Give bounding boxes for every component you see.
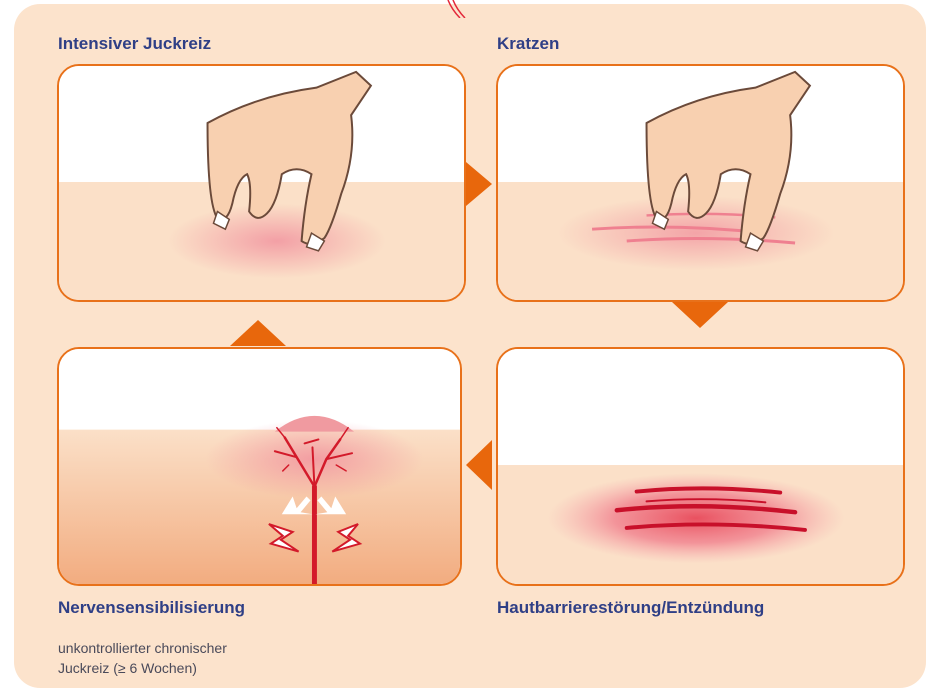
arrow-scratch-to-barrier-icon: [672, 300, 728, 330]
decorative-top-lines: [444, 0, 486, 18]
itch-illustration: [59, 66, 464, 300]
nerve-description: unkontrollierter chronischer Juckreiz (≥…: [58, 638, 378, 678]
arrow-itch-to-scratch-icon: [464, 162, 494, 206]
arrow-barrier-to-nerve-icon: [464, 440, 494, 490]
step-title-scratch: Kratzen: [497, 34, 559, 54]
step-title-nerve: Nervensensibilisierung: [58, 598, 245, 618]
panel-itch: [57, 64, 466, 302]
nerve-description-line-1: unkontrollierter chronischer: [58, 638, 378, 658]
panel-nerve: [57, 347, 462, 586]
arrow-nerve-to-itch-icon: [230, 318, 286, 348]
scratch-illustration: [498, 66, 903, 300]
step-title-itch: Intensiver Juckreiz: [58, 34, 211, 54]
nerve-illustration: [59, 349, 460, 584]
panel-barrier: [496, 347, 905, 586]
step-title-barrier: Hautbarrierestörung/Entzündung: [497, 598, 764, 618]
nerve-description-line-2: Juckreiz (≥ 6 Wochen): [58, 658, 378, 678]
panel-scratch: [496, 64, 905, 302]
barrier-illustration: [498, 349, 903, 584]
